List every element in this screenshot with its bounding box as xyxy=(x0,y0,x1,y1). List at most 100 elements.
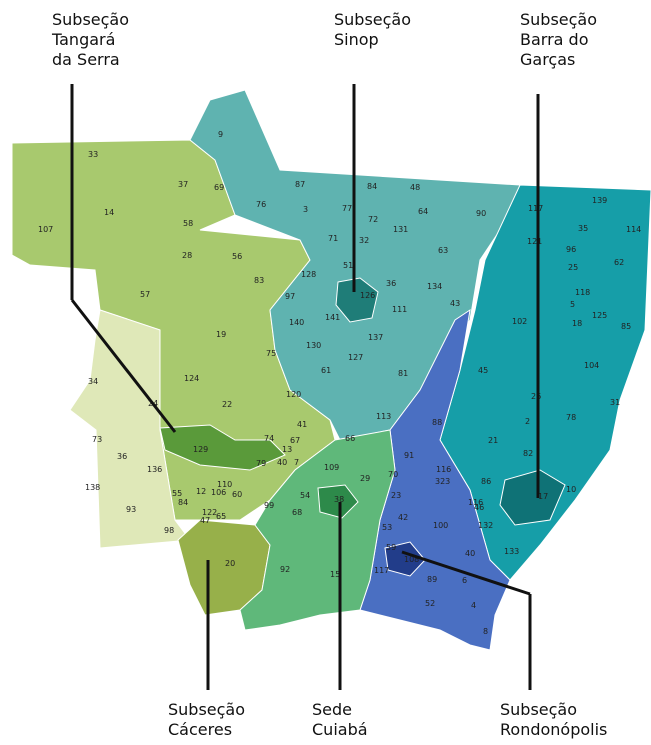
municipality-number: 127 xyxy=(348,353,363,362)
municipality-number: 22 xyxy=(222,400,232,409)
municipality-number: 110 xyxy=(217,480,232,489)
municipality-number: 33 xyxy=(88,150,98,159)
municipality-number: 47 xyxy=(200,516,210,525)
municipality-number: 56 xyxy=(232,252,242,261)
region-sinop-core xyxy=(335,277,379,323)
municipality-number: 34 xyxy=(88,377,98,386)
municipality-number: 79 xyxy=(256,459,266,468)
municipality-number: 60 xyxy=(232,490,242,499)
municipality-number: 37 xyxy=(178,180,188,189)
municipality-number: 2 xyxy=(525,417,530,426)
municipality-number: 26 xyxy=(531,392,541,401)
municipality-number: 58 xyxy=(183,219,193,228)
municipality-number: 84 xyxy=(178,498,188,507)
municipality-number: 28 xyxy=(182,251,192,260)
municipality-number: 107 xyxy=(38,225,53,234)
municipality-number: 97 xyxy=(285,292,295,301)
callout-sinop: Subseção Sinop xyxy=(334,10,412,49)
municipality-number: 122 xyxy=(202,508,217,517)
municipality-number: 138 xyxy=(85,483,100,492)
municipality-number: 62 xyxy=(614,258,624,267)
municipality-number: 67 xyxy=(290,436,300,445)
municipality-number: 51 xyxy=(343,261,353,270)
municipality-number: 129 xyxy=(193,445,208,454)
municipality-number: 81 xyxy=(398,369,408,378)
region-cuiaba-core xyxy=(317,484,359,519)
municipality-number: 137 xyxy=(368,333,383,342)
municipality-number: 83 xyxy=(254,276,264,285)
municipality-number: 36 xyxy=(117,452,127,461)
municipality-number: 128 xyxy=(301,270,316,279)
municipality-number: 93 xyxy=(126,505,136,514)
leader-tangara-diagonal xyxy=(70,299,177,433)
municipality-number: 32 xyxy=(359,236,369,245)
municipality-number: 38 xyxy=(334,495,344,504)
municipality-number: 55 xyxy=(172,489,182,498)
region-tangara-core xyxy=(159,424,286,471)
municipality-number: 114 xyxy=(626,225,641,234)
municipality-number: 84 xyxy=(367,182,377,191)
municipality-number: 141 xyxy=(325,313,340,322)
municipality-number: 104 xyxy=(584,361,599,370)
municipality-number: 86 xyxy=(481,477,491,486)
municipality-number: 52 xyxy=(425,599,435,608)
municipality-number: 63 xyxy=(438,246,448,255)
municipality-number: 116 xyxy=(468,498,483,507)
municipality-number: 29 xyxy=(360,474,370,483)
municipality-number: 43 xyxy=(450,299,460,308)
municipality-number: 78 xyxy=(566,413,576,422)
municipality-number: 117 xyxy=(528,204,543,213)
municipality-number: 18 xyxy=(572,319,582,328)
municipality-number: 54 xyxy=(300,491,310,500)
municipality-number: 136 xyxy=(147,465,162,474)
region-caceres-light xyxy=(69,309,191,549)
municipality-number: 3 xyxy=(303,205,308,214)
callout-barra: Subseção Barra do Garças xyxy=(520,10,598,69)
callout-caceres: Subseção Cáceres xyxy=(168,700,246,739)
municipality-number: 130 xyxy=(306,341,321,350)
municipality-number: 124 xyxy=(184,374,199,383)
municipality-number: 89 xyxy=(427,575,437,584)
callout-tangara: Subseção Tangará da Serra xyxy=(52,10,130,69)
municipality-number: 108 xyxy=(404,555,419,564)
municipality-number: 46 xyxy=(474,503,484,512)
municipality-number: 117 xyxy=(374,566,389,575)
leader-rondonopolis-diagonal xyxy=(401,550,531,596)
municipality-number: 65 xyxy=(216,512,226,521)
callout-cuiaba: Sede Cuiabá xyxy=(312,700,368,739)
municipality-number: 126 xyxy=(360,291,375,300)
region-cuiaba xyxy=(239,429,396,631)
municipality-number: 4 xyxy=(471,601,476,610)
municipality-number: 134 xyxy=(427,282,442,291)
municipality-number: 109 xyxy=(324,463,339,472)
municipality-number: 40 xyxy=(465,549,475,558)
municipality-number: 133 xyxy=(504,547,519,556)
municipality-number: 120 xyxy=(286,390,301,399)
municipality-number: 61 xyxy=(321,366,331,375)
municipality-number: 68 xyxy=(292,508,302,517)
municipality-number: 323 xyxy=(435,477,450,486)
municipality-number: 91 xyxy=(404,451,414,460)
municipality-number: 75 xyxy=(266,349,276,358)
municipality-number: 48 xyxy=(410,183,420,192)
municipality-number: 118 xyxy=(575,288,590,297)
municipality-number: 10 xyxy=(566,485,576,494)
municipality-number: 57 xyxy=(140,290,150,299)
municipality-number: 5 xyxy=(570,300,575,309)
municipality-number: 9 xyxy=(218,130,223,139)
municipality-number: 100 xyxy=(433,521,448,530)
region-barra-core xyxy=(499,469,566,526)
municipality-number: 21 xyxy=(488,436,498,445)
municipality-number: 102 xyxy=(512,317,527,326)
municipality-number: 98 xyxy=(164,526,174,535)
callout-lines xyxy=(70,84,540,690)
municipality-number: 113 xyxy=(376,412,391,421)
municipality-number: 73 xyxy=(92,435,102,444)
municipality-number: 96 xyxy=(566,245,576,254)
municipality-number: 13 xyxy=(282,445,292,454)
municipality-number: 87 xyxy=(295,180,305,189)
municipality-number: 31 xyxy=(610,398,620,407)
municipality-number: 59 xyxy=(386,543,396,552)
municipality-number: 72 xyxy=(368,215,378,224)
